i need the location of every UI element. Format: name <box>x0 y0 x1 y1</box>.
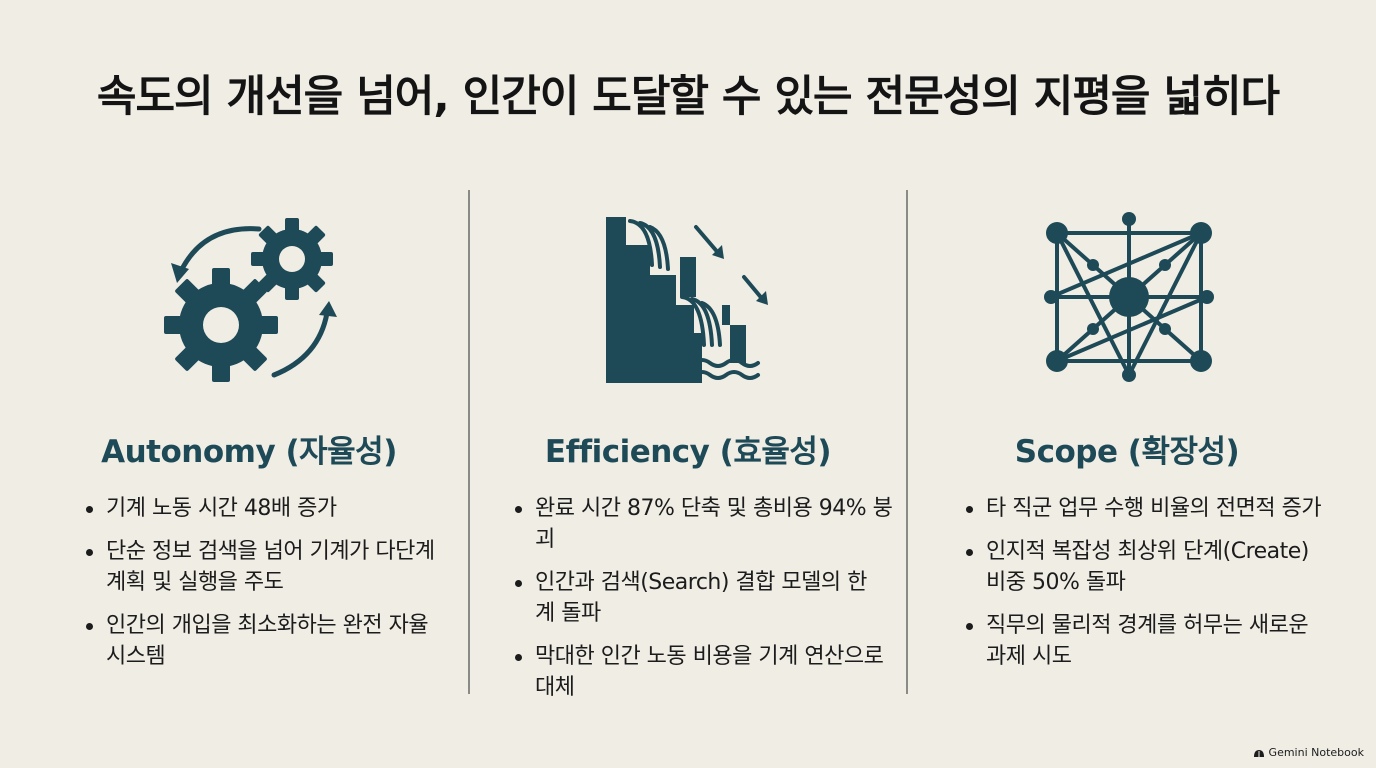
gears-cycle-icon <box>164 218 337 382</box>
scope-column: Scope (확장성) 타 직군 업무 수행 비율의 전면적 증가 인지적 복잡… <box>908 200 1346 684</box>
list-item: 인지적 복잡성 최상위 단계(Create) 비중 50% 돌파 <box>966 536 1316 598</box>
efficiency-heading: Efficiency (효율성) <box>544 434 832 470</box>
footer-label: Gemini Notebook <box>1268 746 1364 759</box>
scope-heading: Scope (확장성) <box>1014 434 1240 470</box>
list-item: 단순 정보 검색을 넘어 기계가 다단계 계획 및 실행을 주도 <box>86 536 446 598</box>
list-item: 직무의 물리적 경계를 허무는 새로운 과제 시도 <box>966 610 1316 672</box>
waterfall-cascade-icon <box>606 217 768 383</box>
autonomy-heading: Autonomy (자율성) <box>101 434 397 470</box>
list-item: 완료 시간 87% 단축 및 총비용 94% 붕괴 <box>515 493 905 555</box>
list-item: 인간의 개입을 최소화하는 완전 자율 시스템 <box>86 610 446 672</box>
network-hub-icon <box>1044 212 1214 382</box>
efficiency-column: Efficiency (효율성) 완료 시간 87% 단축 및 총비용 94% … <box>469 200 907 715</box>
list-item: 막대한 인간 노동 비용을 기계 연산으로 대체 <box>515 641 885 703</box>
page-title: 속도의 개선을 넘어, 인간이 도달할 수 있는 전문성의 지평을 넓히다 <box>96 72 1280 122</box>
column-divider <box>906 190 908 694</box>
column-divider <box>468 190 470 694</box>
list-item: 타 직군 업무 수행 비율의 전면적 증가 <box>966 493 1326 524</box>
notebook-logo-icon <box>1253 749 1264 757</box>
autonomy-column: Autonomy (자율성) 기계 노동 시간 48배 증가 단순 정보 검색을… <box>30 200 468 684</box>
footer-brand: Gemini Notebook <box>1253 746 1364 759</box>
list-item: 인간과 검색(Search) 결합 모델의 한계 돌파 <box>515 567 885 629</box>
list-item: 기계 노동 시간 48배 증가 <box>86 493 468 524</box>
